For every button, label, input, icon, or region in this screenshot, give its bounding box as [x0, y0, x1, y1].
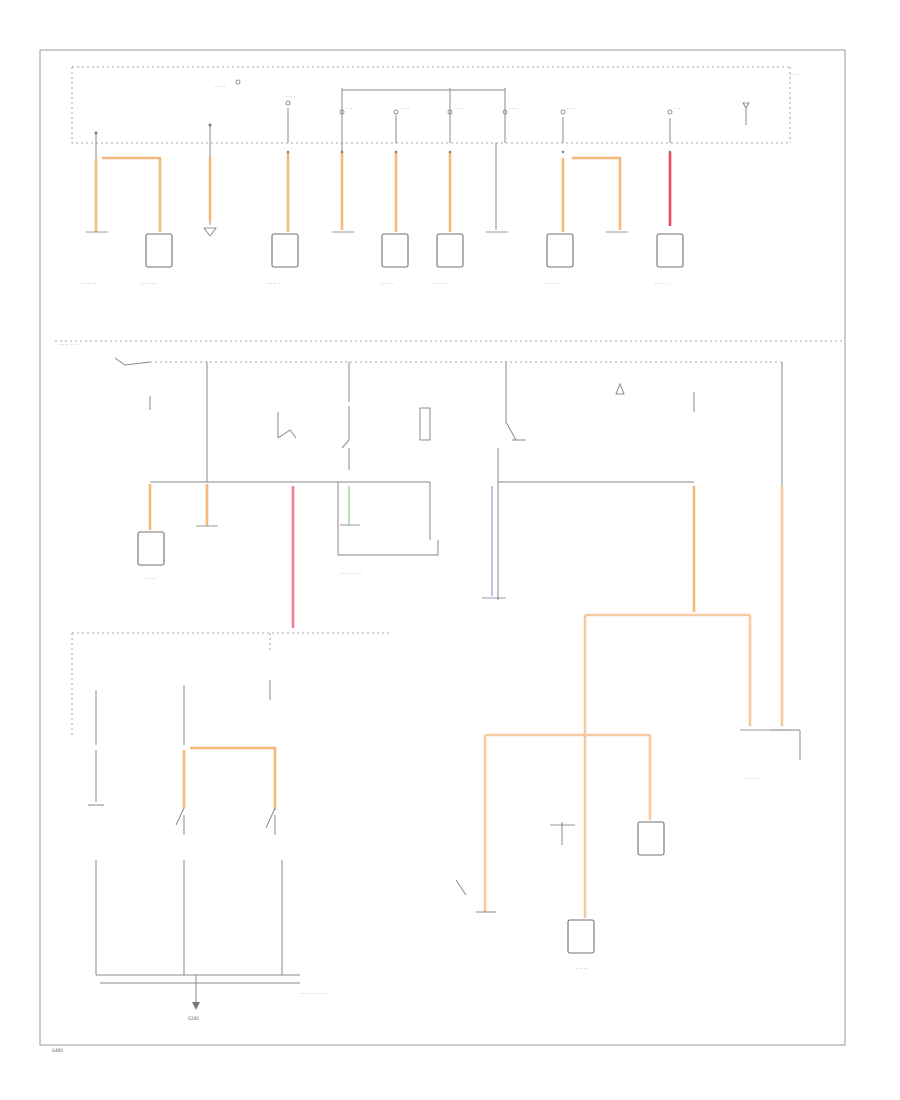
- component-box: [656, 233, 684, 268]
- lower-section: [71, 632, 801, 1010]
- component-box: [137, 531, 165, 566]
- fuse-label: · · · ·: [346, 106, 355, 111]
- fuse-label: · · · ·: [567, 106, 576, 111]
- peach-wire-middle: [583, 486, 784, 735]
- internal-drops: [95, 88, 747, 143]
- orange-wires-lower: [182, 746, 277, 810]
- gray-wires-top: [95, 143, 497, 230]
- switch-contacts: [277, 382, 625, 480]
- component-label: · · · · · ·: [142, 576, 156, 581]
- section-label: · · · · · · · ·: [58, 342, 77, 347]
- top-section: [71, 66, 791, 268]
- inline-connectors-lower: [550, 729, 790, 826]
- orange-wires-top: [94, 152, 622, 232]
- inline-connectors: [86, 227, 628, 237]
- fuse-symbol: [235, 79, 241, 85]
- gray-wires-lower-right: [455, 729, 801, 913]
- lower-left-bus: [71, 632, 390, 735]
- ground-label-g200: G200: [188, 1016, 199, 1021]
- component-label: · · · · · · ·: [80, 281, 97, 286]
- component-box: [381, 233, 409, 268]
- lower-switches: [88, 804, 276, 829]
- middle-section: [114, 357, 785, 735]
- inline-connectors-middle: [196, 524, 506, 599]
- fuse-label: · · · ·: [286, 94, 295, 99]
- component-box: [436, 233, 464, 268]
- fuse-symbol: [560, 109, 566, 115]
- fuse-label: · · · ·: [509, 106, 518, 111]
- ground-label-g400: G400: [52, 1048, 63, 1053]
- component-box: [637, 821, 665, 856]
- component-label: · · · · · ·: [380, 281, 394, 286]
- top-fuse-block-outline: [71, 66, 791, 144]
- component-box: [145, 233, 173, 268]
- component-label: · · · · · ·: [433, 281, 447, 286]
- fuse-label: · · · ·: [454, 106, 463, 111]
- fuse-label: · · · ·: [400, 106, 409, 111]
- component-box: [271, 233, 299, 268]
- diagram-frame: [39, 49, 846, 1046]
- fuse-symbol: [285, 100, 291, 106]
- component-box: [546, 233, 574, 268]
- component-label: · · · · · · · · ·: [340, 571, 362, 576]
- fuse-block-label: · · · ·: [790, 72, 799, 77]
- fuse-label: · · · · ·: [214, 84, 225, 89]
- component-box: [567, 919, 595, 954]
- ground-label: · · · · · · · · · · ·: [300, 991, 327, 996]
- faint-labels: · · · · · · · · · · · · · · · · · · · · …: [58, 72, 799, 996]
- ground-symbol: [742, 102, 750, 109]
- component-label: · · · · ·: [576, 966, 587, 971]
- lower-left-drops: [95, 680, 271, 745]
- component-label: · · · · · ·: [745, 776, 759, 781]
- fuse-symbol: [393, 109, 399, 115]
- connector-dots-top: [94, 123, 672, 154]
- component-label: · · · · · · ·: [140, 281, 157, 286]
- peach-wires-lower: [483, 733, 652, 918]
- ground-symbol: [192, 1002, 200, 1010]
- middle-feed-line: [114, 357, 151, 366]
- fuse-symbol: [667, 109, 673, 115]
- middle-lower-wires: [337, 480, 499, 600]
- component-label: · · · · · ·: [545, 281, 559, 286]
- component-label: · · · · · ·: [655, 281, 669, 286]
- fuse-label: · · · ·: [674, 106, 683, 111]
- middle-drops: [149, 362, 783, 488]
- orange-wires-middle: [148, 484, 696, 612]
- component-label: · · · · · ·: [266, 281, 280, 286]
- gray-wires-lower: [95, 750, 300, 976]
